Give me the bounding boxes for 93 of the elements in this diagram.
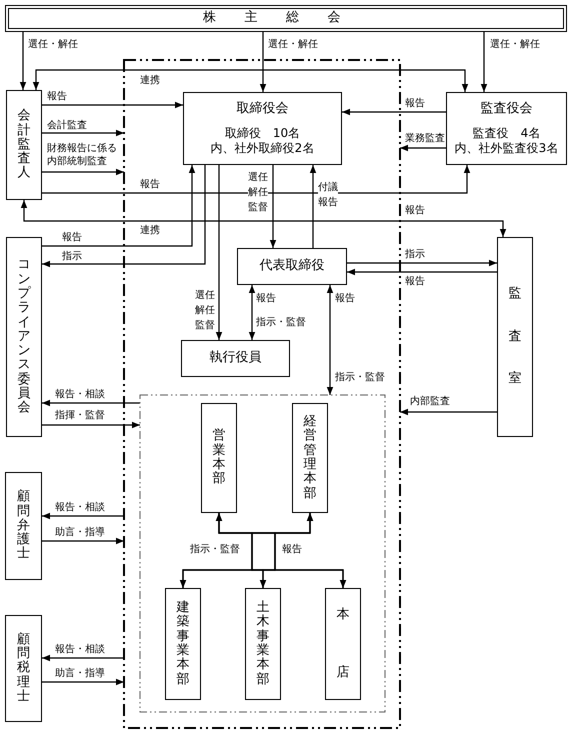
edge-label: 内部監査 [410,395,450,408]
edge-label: 報告 [47,90,67,104]
box-title: 経営管理本部 [304,415,316,501]
org-box [325,588,361,700]
edge-label: 報告 [405,97,425,110]
arrow [20,200,506,237]
arrow [400,144,446,152]
edge-label: 報告 [62,231,82,244]
edge-label: 会計監査 [47,119,87,132]
arrow [274,513,344,588]
dash-dot-frame [124,60,400,728]
box-text: 内、社外取締役2名 [210,140,314,156]
org-box [6,237,42,437]
box-title: 取締役会 [236,101,288,118]
org-box [446,92,567,165]
org-box [292,403,328,513]
arrow [42,538,124,544]
box-title: 株主総会 [202,10,370,27]
note-label: 指示・監督 [335,371,385,384]
arrow [42,130,124,136]
edge-label: 報告・相談 [55,643,105,656]
edge-label: 報告 [405,275,425,288]
org-box [201,403,237,513]
org-box [165,588,201,700]
arrow [42,165,196,247]
note-label: 指示・監督 [256,316,306,330]
arrow [42,512,124,520]
org-box [5,615,42,722]
edge-label: 指示 [62,250,82,264]
arrow [42,165,470,194]
arrow [260,32,266,92]
box-title: 顧問税理士 [17,632,30,704]
edge-label: 選任・解任 [28,38,78,52]
box-text: 取締役 10名 [224,126,300,141]
edge-label: 指示・監督 [190,543,240,556]
title-bar [5,5,567,32]
arrow [42,654,124,662]
org-box [497,237,533,437]
arrow [216,165,222,340]
arrow [248,285,256,340]
box-title: 顧問弁護士 [17,490,30,562]
arrow [310,165,316,248]
edge-label: 業務監査 [405,132,445,146]
edge-label: 報告 [335,292,355,306]
edge-label: 選任・解任 [268,38,318,52]
arrow [342,108,446,116]
arrow [326,285,334,395]
dash-dot-group-frame [140,395,385,712]
arrow [347,260,497,266]
box-title: 本店 [336,606,350,682]
org-box [6,90,42,200]
edge-label: 報告・相談 [55,501,105,514]
edge-label: 報告 [256,292,276,306]
arrow [400,408,497,416]
edge-label: 報告 [140,178,160,192]
edge-label: 指揮・監督 [55,409,105,422]
org-box [237,248,347,285]
box-title: コンプライアンス委員会 [18,258,30,416]
edge-label: 助言・指導 [55,526,105,540]
arrow [42,168,124,176]
edge-label: 選任・解任 [490,38,540,52]
edge-label: 報告・相談 [55,388,105,402]
box-text: 監査役 4名 [472,126,540,141]
arrow [347,268,497,276]
edge-label: 報告 [282,543,302,556]
box-title: 会計監査人 [18,109,30,181]
box-title: 建築事業本部 [176,601,190,687]
arrow [32,69,468,92]
arrow [20,32,26,90]
edge-label: 財務報告に係る内部統制監査 [47,142,117,168]
org-box [245,588,281,700]
org-box [183,92,342,165]
box-title: 執行役員 [210,350,262,367]
arrow [270,165,276,248]
edge-label: 指示 [405,248,425,262]
note-label: 報告 [405,204,425,218]
edge-label: 連携 [140,224,160,238]
arrow [42,165,206,268]
arrow [42,400,140,406]
edge-label: 連携 [140,74,160,88]
box-title: 代表取締役 [260,258,324,275]
box-title: 監査役会 [480,101,532,118]
box-title: 営業本部 [212,429,226,487]
edge-label: 助言・指導 [55,667,105,680]
arrow [42,678,124,686]
org-box [5,472,42,580]
arrow [480,32,488,92]
arrow [42,422,140,428]
box-title: 土木事業本部 [256,601,270,687]
org-box [181,340,290,377]
box-title: 監査室 [508,284,522,388]
box-text: 内、社外監査役3名 [454,140,558,156]
arrow [42,102,183,108]
